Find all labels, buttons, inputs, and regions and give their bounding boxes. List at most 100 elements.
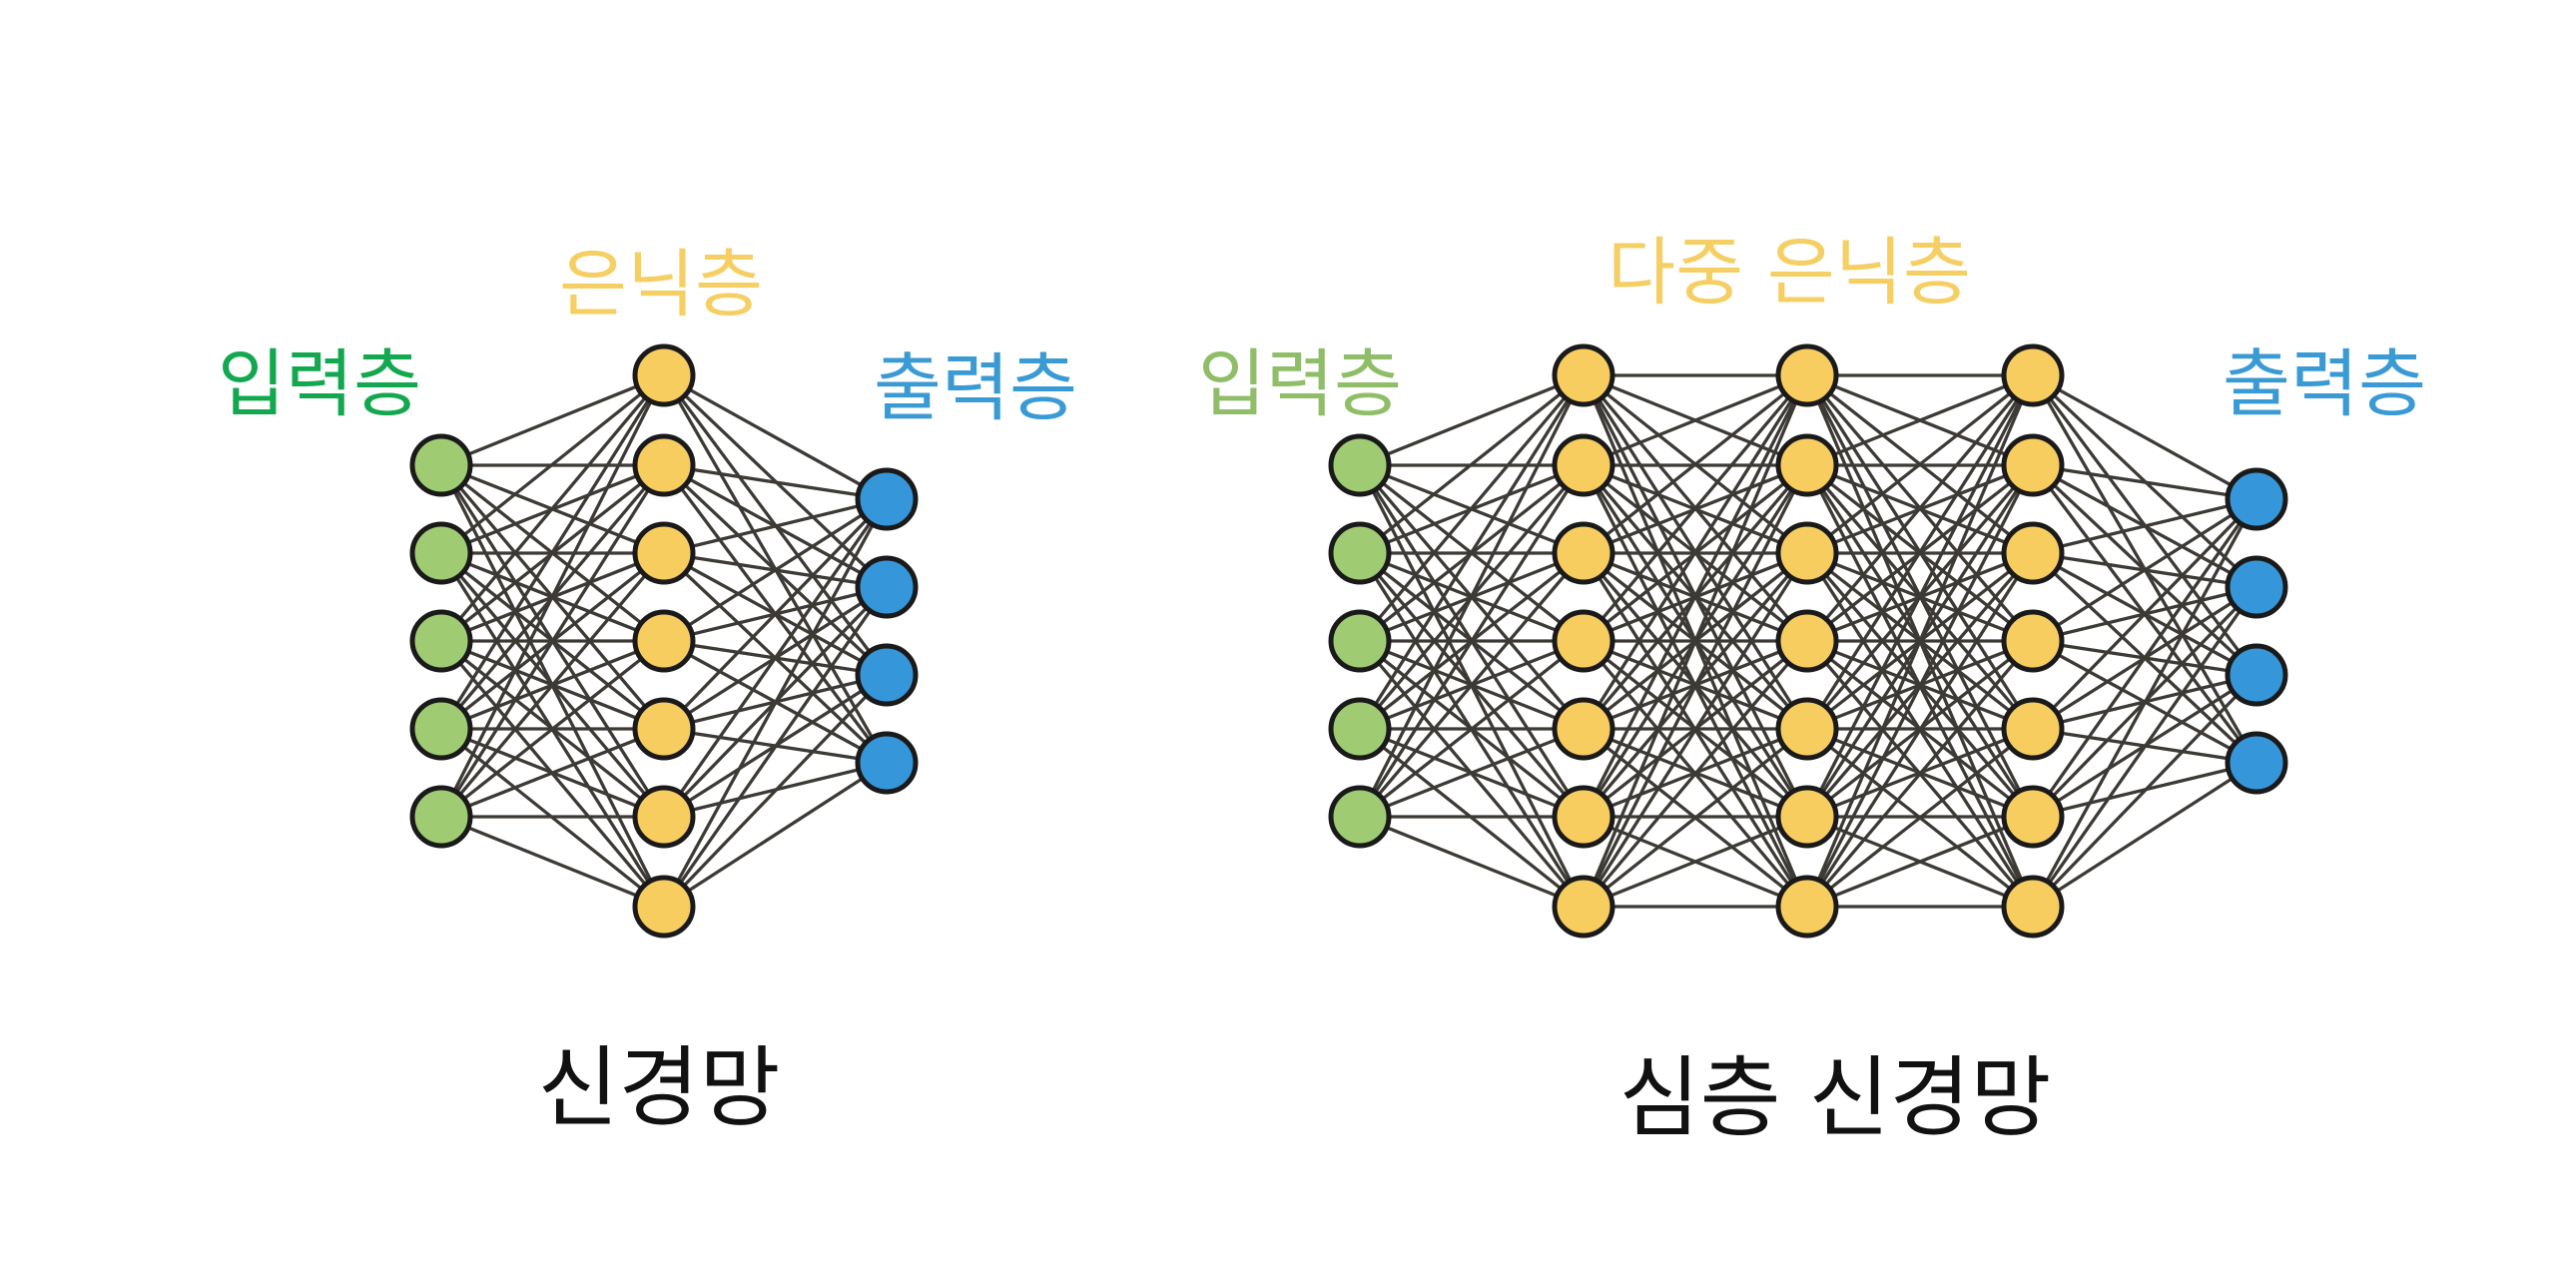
input-node	[409, 609, 473, 673]
hidden-node	[1775, 609, 1839, 673]
hidden-node	[632, 521, 696, 585]
connection-line	[662, 498, 889, 818]
connection-line	[662, 586, 889, 908]
hidden-node	[2001, 875, 2065, 939]
hidden-node	[2001, 697, 2065, 761]
connection-line	[1805, 464, 2035, 908]
connection-line	[1805, 374, 2035, 908]
hidden-node	[632, 609, 696, 673]
connection-line	[1582, 374, 1809, 730]
deep-neural-network-caption: 심층 신경망	[1619, 1046, 2052, 1149]
connection-line	[1583, 373, 1808, 467]
connection-line	[1582, 373, 1809, 643]
hidden-node	[1775, 697, 1839, 761]
multiple-hidden-layers-label: 다중 은닉층	[1608, 230, 1971, 316]
connection-line	[440, 727, 665, 819]
connection-line	[1358, 373, 1586, 555]
connection-line	[439, 464, 666, 818]
hidden-node	[632, 785, 696, 849]
hidden-node	[1775, 875, 1839, 939]
input-node	[409, 433, 473, 497]
hidden-node	[632, 697, 696, 761]
connection-line	[1358, 551, 1586, 819]
connection-line	[1805, 374, 2035, 818]
connection-line	[1359, 727, 1585, 819]
connection-line	[1358, 374, 1586, 730]
connection-line	[1583, 815, 1808, 909]
output-node	[2225, 643, 2288, 707]
connection-line	[1582, 374, 1809, 908]
hidden-layer-label: 은닉층	[559, 242, 763, 327]
connection-line	[1582, 552, 1809, 908]
input-node	[409, 521, 473, 585]
neuron-nodes	[1328, 343, 2288, 939]
output-layer-label: 출력층	[874, 345, 1077, 431]
connection-line	[1582, 373, 1809, 555]
hidden-node	[1552, 433, 1615, 497]
output-node	[855, 555, 919, 619]
connection-line	[663, 761, 888, 909]
connection-line	[2032, 761, 2257, 909]
hidden-node	[632, 433, 696, 497]
input-node	[1328, 697, 1392, 761]
connection-lines	[1358, 373, 2258, 909]
neural-network-caption: 신경망	[538, 1036, 781, 1139]
connection-line	[1582, 374, 1809, 818]
connection-line	[439, 373, 666, 643]
hidden-node	[2001, 521, 2065, 585]
hidden-node	[2001, 433, 2065, 497]
connection-line	[2031, 673, 2258, 909]
connection-line	[1805, 639, 2035, 909]
hidden-node	[1552, 521, 1615, 585]
input-node	[1328, 785, 1392, 849]
connection-line	[2032, 497, 2257, 643]
connection-line	[439, 551, 666, 819]
connection-line	[2031, 498, 2258, 908]
input-node	[409, 697, 473, 761]
hidden-node	[1552, 697, 1615, 761]
connection-line	[1582, 464, 1809, 908]
connection-line	[1805, 727, 2035, 909]
hidden-node	[1552, 343, 1615, 407]
connection-line	[2032, 497, 2257, 555]
connection-line	[439, 639, 666, 819]
hidden-node	[2001, 785, 2065, 849]
connection-line	[2031, 586, 2258, 908]
hidden-node	[1775, 521, 1839, 585]
connection-line	[1359, 815, 1585, 909]
hidden-node	[1552, 609, 1615, 673]
output-node	[2225, 555, 2288, 619]
connection-lines	[439, 373, 889, 909]
connection-line	[440, 815, 665, 909]
connection-line	[663, 463, 888, 501]
connection-line	[1805, 552, 2035, 908]
connection-line	[663, 373, 888, 501]
connection-line	[1805, 374, 2035, 730]
hidden-node	[632, 875, 696, 939]
connection-line	[1358, 373, 1586, 643]
input-node	[1328, 433, 1392, 497]
connection-line	[1805, 373, 2035, 643]
input-layer-label: 입력층	[1198, 341, 1402, 427]
connection-line	[439, 374, 666, 818]
connection-line	[439, 374, 666, 730]
connection-line	[1806, 373, 2034, 467]
hidden-node	[2001, 609, 2065, 673]
output-layer-label: 출력층	[2223, 341, 2426, 427]
output-node	[2225, 467, 2288, 531]
connection-line	[1806, 815, 2034, 909]
connection-line	[1358, 639, 1586, 819]
hidden-node	[1552, 785, 1615, 849]
input-node	[409, 785, 473, 849]
connection-line	[1359, 373, 1585, 467]
hidden-node	[2001, 343, 2065, 407]
input-layer-label: 입력층	[218, 341, 421, 427]
connection-line	[2032, 463, 2257, 501]
connection-line	[1582, 639, 1809, 909]
connection-line	[662, 497, 889, 731]
input-node	[1328, 521, 1392, 585]
connection-line	[663, 497, 888, 643]
hidden-node	[632, 343, 696, 407]
connection-line	[439, 373, 666, 555]
